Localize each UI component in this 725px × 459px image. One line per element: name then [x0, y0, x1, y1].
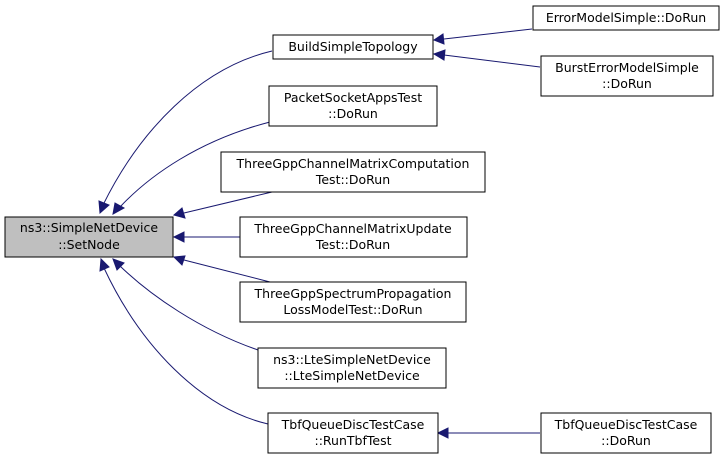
edge-bursterror-buildsimple	[432, 49, 541, 68]
node-channelupdate-line1: ThreeGppChannelMatrixUpdate	[253, 221, 452, 236]
edges-layer	[98, 28, 541, 439]
node-ltesimple-line2: ::LteSimpleNetDevice	[284, 368, 420, 383]
node-runtbf-line1: TbfQueueDiscTestCase	[281, 417, 425, 432]
node-spectrum-line1: ThreeGppSpectrumPropagation	[254, 286, 452, 301]
edge-runtbf-setnode	[99, 257, 269, 425]
node-tbfdorun-line1: TbfQueueDiscTestCase	[554, 417, 698, 432]
node-setnode-line2: ::SetNode	[58, 237, 120, 252]
node-runtbf[interactable]: TbfQueueDiscTestCase ::RunTbfTest	[267, 412, 439, 454]
node-errormodel-line1: ErrorModelSimple::DoRun	[546, 10, 706, 25]
edge-buildsimple-setnode	[98, 50, 273, 215]
node-setnode[interactable]: ns3::SimpleNetDevice ::SetNode	[4, 216, 174, 258]
node-ltesimple-line1: ns3::LteSimpleNetDevice	[273, 352, 431, 367]
edge-packetsocket-setnode	[112, 121, 271, 215]
node-bursterror-line2: ::DoRun	[602, 76, 652, 91]
node-tbfdorun[interactable]: TbfQueueDiscTestCase ::DoRun	[540, 412, 712, 454]
node-packetsocket[interactable]: PacketSocketAppsTest ::DoRun	[268, 85, 438, 127]
node-errormodel[interactable]: ErrorModelSimple::DoRun	[532, 5, 720, 31]
node-buildsimple[interactable]: BuildSimpleTopology	[272, 34, 434, 60]
node-setnode-line1: ns3::SimpleNetDevice	[20, 220, 158, 235]
node-spectrum[interactable]: ThreeGppSpectrumPropagation LossModelTes…	[239, 281, 467, 323]
edge-spectrum-setnode	[172, 255, 271, 283]
edge-ltesimple-setnode	[112, 258, 259, 351]
node-runtbf-line2: ::RunTbfTest	[315, 433, 392, 448]
edge-channelupdate-setnode	[172, 231, 240, 243]
node-ltesimple[interactable]: ns3::LteSimpleNetDevice ::LteSimpleNetDe…	[257, 347, 447, 389]
node-channelcomp[interactable]: ThreeGppChannelMatrixComputation Test::D…	[220, 151, 486, 193]
node-packetsocket-line2: ::DoRun	[328, 106, 378, 121]
node-buildsimple-line1: BuildSimpleTopology	[288, 39, 418, 54]
edge-tbfdorun-runtbf	[436, 427, 540, 439]
node-bursterror-line1: BurstErrorModelSimple	[555, 60, 699, 75]
node-channelupdate[interactable]: ThreeGppChannelMatrixUpdate Test::DoRun	[239, 216, 468, 258]
node-channelupdate-line2: Test::DoRun	[315, 237, 390, 252]
node-channelcomp-line1: ThreeGppChannelMatrixComputation	[236, 156, 470, 171]
nodes-layer: ns3::SimpleNetDevice ::SetNode BuildSimp…	[4, 5, 720, 454]
edge-errormodel-buildsimple	[432, 28, 533, 45]
node-channelcomp-line2: Test::DoRun	[315, 172, 390, 187]
node-packetsocket-line1: PacketSocketAppsTest	[284, 90, 422, 105]
edge-channelcomp-setnode	[172, 191, 273, 219]
node-spectrum-line2: LossModelTest::DoRun	[283, 302, 422, 317]
node-tbfdorun-line2: ::DoRun	[601, 433, 651, 448]
node-bursterror[interactable]: BurstErrorModelSimple ::DoRun	[540, 55, 714, 97]
